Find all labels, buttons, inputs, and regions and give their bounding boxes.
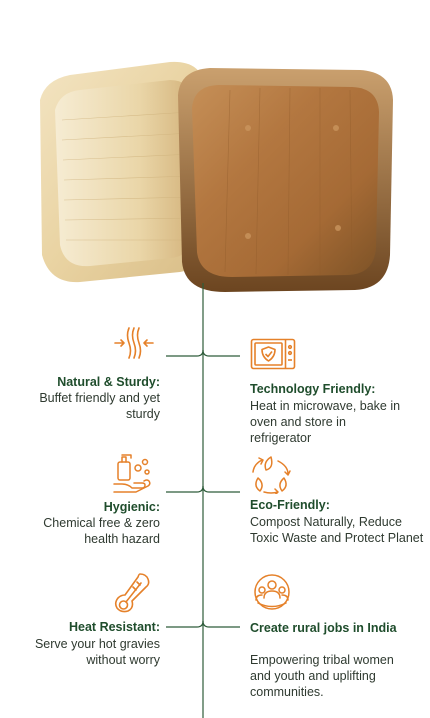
microwave-icon	[250, 338, 296, 370]
feature-description: Empowering tribal women and youth and up…	[250, 653, 394, 699]
thermometer-icon	[114, 573, 150, 613]
feature-rural-jobs: Create rural jobs in India Empowering tr…	[250, 570, 430, 710]
feature-title: Eco-Friendly:	[250, 498, 330, 512]
feature-hygienic: Hygienic: Chemical free & zero health ha…	[0, 450, 160, 550]
hand-wash-icon	[113, 454, 151, 493]
feature-title: Heat Resistant:	[69, 620, 160, 634]
feature-description: Buffet friendly and yet sturdy	[39, 391, 160, 421]
feature-title: Technology Friendly:	[250, 382, 376, 396]
feature-description: Compost Naturally, Reduce Toxic Waste an…	[250, 515, 424, 545]
feature-description: Chemical free & zero health hazard	[43, 516, 160, 546]
compress-arrows-icon	[114, 327, 154, 359]
feature-eco-friendly: Eco-Friendly: Compost Naturally, Reduce …	[250, 454, 430, 564]
recycle-leaf-icon	[252, 456, 291, 494]
feature-heat-resistant: Heat Resistant: Serve your hot gravies w…	[0, 570, 160, 670]
feature-description: Serve your hot gravies without worry	[34, 637, 160, 667]
feature-title: Hygienic:	[103, 500, 160, 514]
feature-title: Create rural jobs in India	[250, 621, 397, 635]
community-icon	[254, 574, 290, 610]
feature-title: Natural & Sturdy:	[57, 375, 160, 389]
feature-natural-sturdy: Natural & Sturdy: Buffet friendly and ye…	[0, 325, 160, 425]
product-image-palm-leaf-plates	[40, 61, 393, 292]
feature-technology-friendly: Technology Friendly: Heat in microwave, …	[250, 338, 430, 448]
feature-description: Heat in microwave, bake in oven and stor…	[250, 399, 401, 445]
